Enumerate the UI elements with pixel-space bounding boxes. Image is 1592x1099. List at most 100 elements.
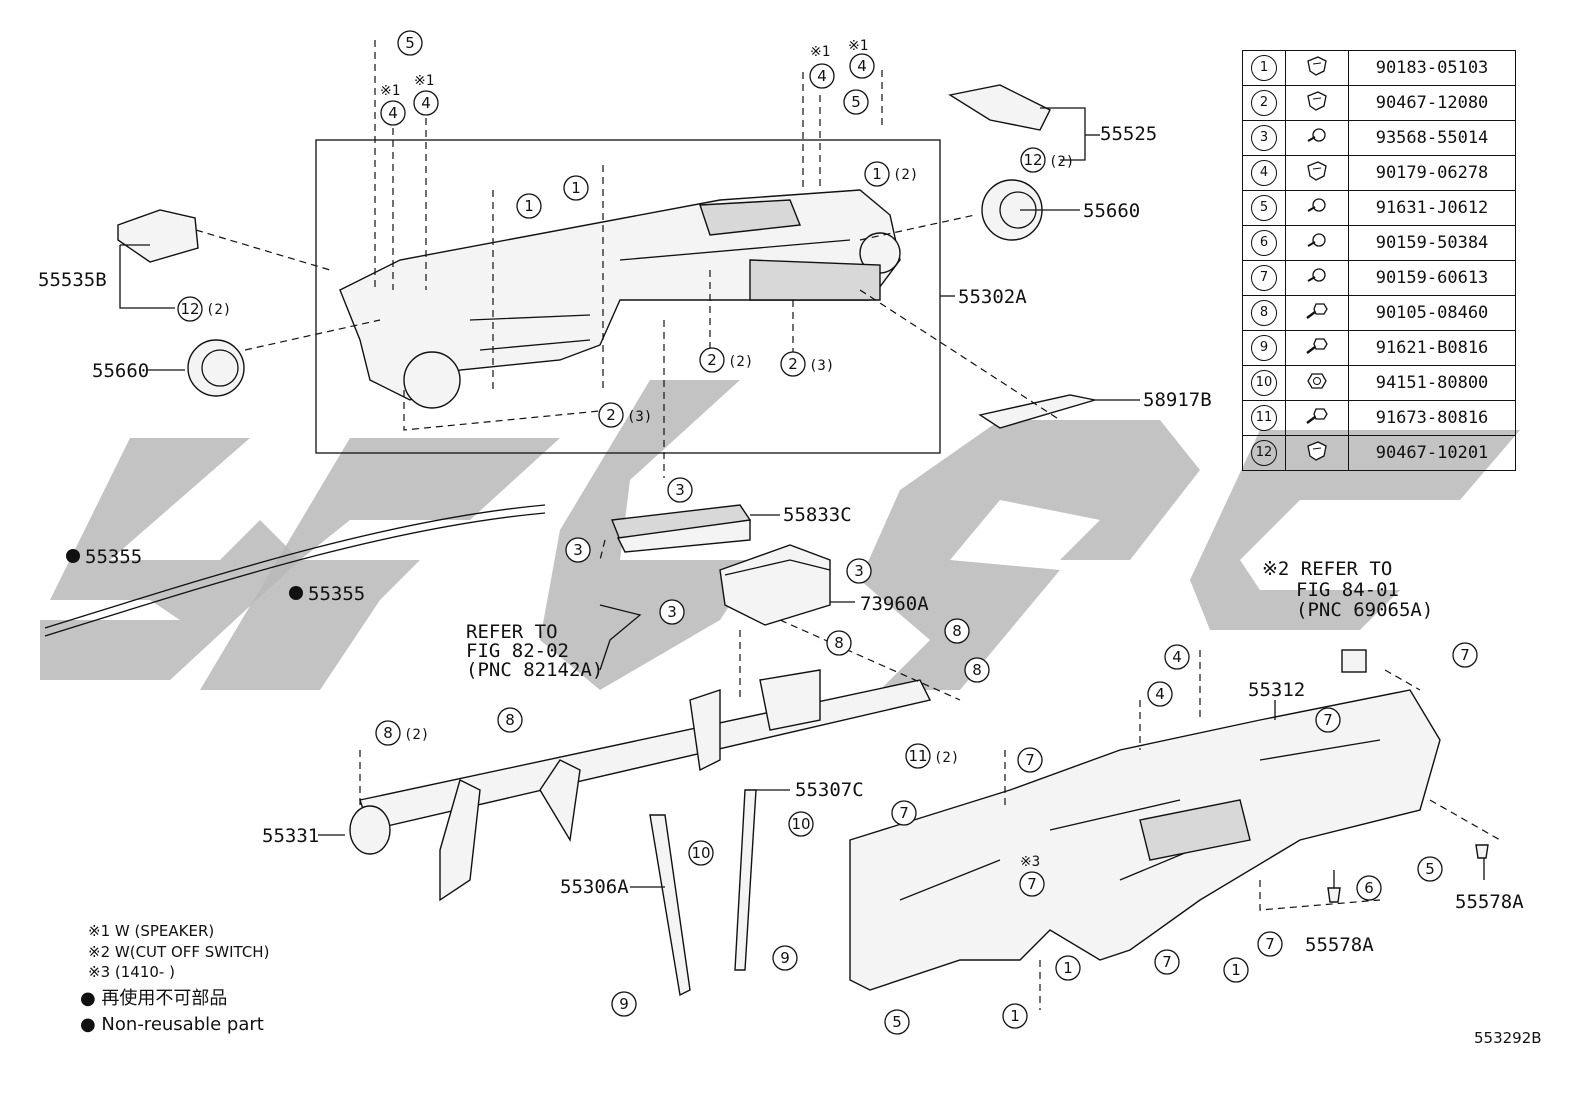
quantity-tag: (2) (404, 727, 429, 743)
fastener-part-number: 90467-12080 (1348, 85, 1516, 121)
callout-number: 7 (1323, 711, 1333, 729)
label-55578A-a: 55578A (1305, 934, 1374, 956)
fastener-ref: 6 (1251, 230, 1277, 256)
fastener-icon-cell (1285, 120, 1349, 156)
callout-number: 8 (952, 622, 962, 640)
fastener-icon-cell (1285, 225, 1349, 261)
nut-icon (1304, 370, 1330, 392)
brace-55307C (734, 789, 757, 971)
label-73960A: 73960A (860, 593, 929, 615)
callout-number: 1 (571, 179, 581, 197)
callout-number: 8 (972, 661, 982, 679)
refer-84-line2: FIG 84-01 (1296, 579, 1399, 601)
callout-bubble: 12 (1020, 147, 1046, 173)
callout-number: 4 (857, 57, 867, 75)
airbag-73960A (719, 544, 831, 626)
fastener-icon-cell (1285, 435, 1349, 471)
note-4: ● 再使用不可部品 (80, 988, 227, 1009)
callout-bubble: 2 (598, 402, 624, 428)
fastener-ref: 3 (1251, 125, 1277, 151)
label-55660-left: 55660 (92, 360, 149, 382)
clip-55578A-b (1475, 844, 1489, 859)
fastener-part-number: 90159-50384 (1348, 225, 1516, 261)
spec-mark: ※1 (848, 38, 868, 54)
fastener-icon-cell (1285, 330, 1349, 366)
label-55833C: 55833C (783, 504, 852, 526)
callout-bubble: 7 (1257, 931, 1283, 957)
fastener-row: 6 90159-50384 (1242, 225, 1516, 261)
callout-bubble: 1 (1223, 957, 1249, 983)
fastener-icon-cell (1285, 400, 1349, 436)
fastener-ref-cell: 6 (1242, 225, 1286, 261)
fastener-ref-cell: 1 (1242, 50, 1286, 86)
non-reusable-marker (289, 586, 303, 600)
callout-number: 5 (1425, 860, 1435, 878)
callout-bubble: 3 (667, 477, 693, 503)
fastener-ref-cell: 12 (1242, 435, 1286, 471)
callout-bubble: 1 (1055, 955, 1081, 981)
fastener-ref: 10 (1251, 370, 1277, 396)
callout-bubble: 5 (843, 89, 869, 115)
callout-number: 1 (1010, 1007, 1020, 1025)
refer-82-line2: FIG 82-02 (466, 640, 569, 662)
callout-bubble: 4 (809, 63, 835, 89)
fastener-part-number: 90179-06278 (1348, 155, 1516, 191)
wire-harness (599, 604, 642, 671)
quantity-tag: (3) (627, 409, 652, 425)
instrument-panel-lower-55312 (849, 689, 1441, 991)
fastener-ref: 7 (1251, 265, 1277, 291)
callout-number: 1 (1231, 961, 1241, 979)
fastener-icon-cell (1285, 260, 1349, 296)
brace-55306A (649, 814, 691, 997)
callout-bubble: 8 (826, 630, 852, 656)
cut-off-switch (1341, 649, 1367, 673)
callout-bubble: 10 (788, 811, 814, 837)
fastener-ref-cell: 7 (1242, 260, 1286, 296)
clip-icon (1304, 55, 1330, 77)
callout-bubble: 2 (699, 347, 725, 373)
label-55355-b: 55355 (308, 583, 365, 605)
callout-number: 8 (505, 711, 515, 729)
fastener-icon-cell (1285, 85, 1349, 121)
fastener-ref: 8 (1251, 300, 1277, 326)
callout-number: 5 (892, 1013, 902, 1031)
callout-bubble: 7 (1154, 949, 1180, 975)
callout-bubble: 4 (1147, 681, 1173, 707)
callout-number: 4 (817, 67, 827, 85)
weatherstrip-55355 (44, 504, 546, 629)
fastener-ref: 9 (1251, 335, 1277, 361)
label-55306A: 55306A (560, 876, 629, 898)
fastener-part-number: 91621-B0816 (1348, 330, 1516, 366)
fastener-ref-cell: 3 (1242, 120, 1286, 156)
label-55307C: 55307C (795, 779, 864, 801)
callout-number: 7 (899, 804, 909, 822)
callout-number: 1 (524, 197, 534, 215)
screw-icon (1304, 265, 1330, 287)
label-55302A: 55302A (958, 286, 1027, 308)
callout-number: 7 (1265, 935, 1275, 953)
callout-number: 1 (872, 165, 882, 183)
callout-bubble: 5 (1417, 856, 1443, 882)
callout-number: 7 (1460, 646, 1470, 664)
fastener-part-number: 94151-80800 (1348, 365, 1516, 401)
fastener-ref-cell: 5 (1242, 190, 1286, 226)
callout-bubble: 8 (497, 707, 523, 733)
callout-number: 3 (667, 603, 677, 621)
label-55312: 55312 (1248, 679, 1305, 701)
spec-mark: ※1 (810, 44, 830, 60)
callout-bubble: 8 (375, 720, 401, 746)
callout-number: 8 (834, 634, 844, 652)
callout-bubble: 6 (1356, 875, 1382, 901)
fastener-part-number: 90183-05103 (1348, 50, 1516, 86)
callout-bubble: 8 (964, 657, 990, 683)
diagram-id: 553292B (1474, 1029, 1542, 1047)
callout-number: 11 (908, 747, 927, 765)
fastener-icon-cell (1285, 295, 1349, 331)
callout-number: 4 (421, 94, 431, 112)
fastener-ref-cell: 2 (1242, 85, 1286, 121)
callout-number: 8 (383, 724, 393, 742)
spec-mark: ※3 (1020, 854, 1040, 870)
callout-number: 12 (180, 300, 199, 318)
callout-number: 10 (791, 815, 810, 833)
